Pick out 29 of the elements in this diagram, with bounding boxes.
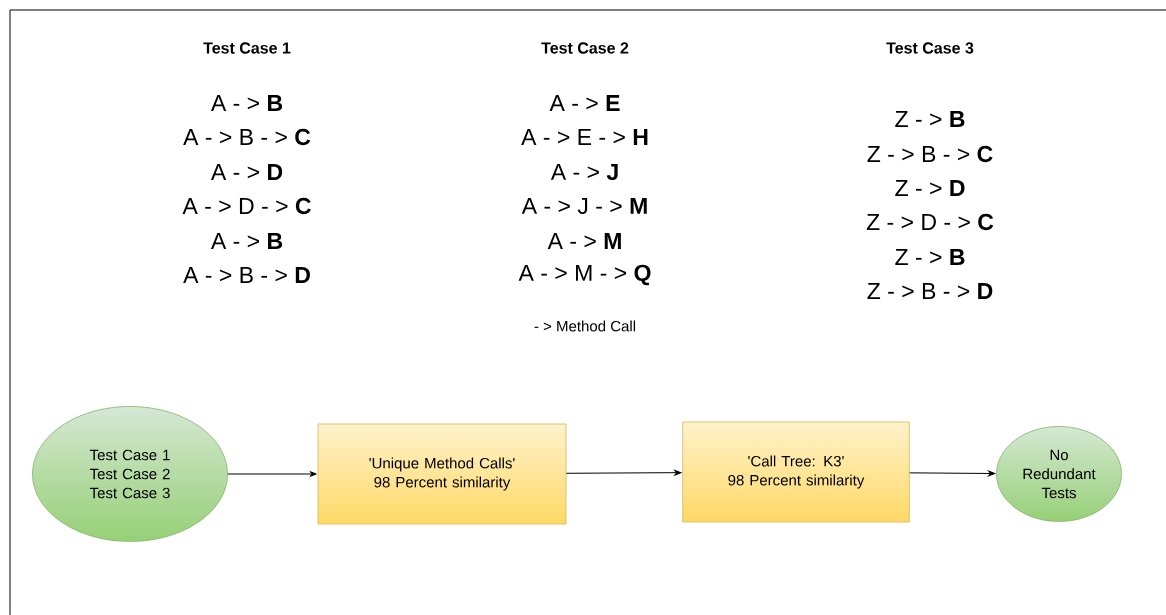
method-call-text: A - > J bbox=[550, 163, 618, 180]
heading: Test Case 2 bbox=[541, 42, 629, 54]
method-call-text: A - > B bbox=[210, 233, 283, 249]
method-call-text: Z - > B - > D bbox=[867, 283, 993, 299]
heading: Test Case 3 bbox=[886, 42, 974, 54]
arrow bbox=[227, 471, 317, 477]
method-call-text: A - > E - > H bbox=[521, 129, 648, 145]
method-call-text: A - > E bbox=[549, 95, 620, 111]
arrow bbox=[909, 470, 996, 477]
method-call-text: A - > J - > M bbox=[521, 197, 647, 214]
arrow bbox=[565, 469, 682, 476]
ellipse-node: No Redundant Tests bbox=[996, 426, 1122, 522]
ellipse-node: Test Case 1 Test Case 2 Test Case 3 bbox=[32, 406, 228, 542]
method-call-text: A - > M bbox=[547, 233, 621, 249]
method-call-text: A - > B - > D bbox=[183, 267, 310, 283]
method-call-text: Z - > B - > C bbox=[867, 145, 993, 163]
method-call-text: A - > M - > Q bbox=[518, 264, 651, 286]
method-call-text: A - > B - > C bbox=[183, 128, 311, 146]
process-box: 'Unique Method Calls' 98 Percent similarity bbox=[317, 423, 567, 525]
heading: Test Case 1 bbox=[203, 42, 291, 54]
method-call-text: A - > D bbox=[210, 164, 283, 180]
process-box: 'Call Tree: K3' 98 Percent similarity bbox=[682, 421, 910, 523]
method-call-text: A - > B bbox=[210, 95, 283, 111]
method-call-text: A - > D - > C bbox=[182, 197, 311, 215]
method-call-text: Z - > D - > C bbox=[866, 213, 994, 231]
method-call-text: Z - > B bbox=[895, 249, 965, 265]
method-call-text: Z - > B bbox=[895, 111, 965, 127]
method-call-text: Z - > D bbox=[895, 180, 965, 196]
note-text: - > Method Call bbox=[534, 320, 636, 332]
